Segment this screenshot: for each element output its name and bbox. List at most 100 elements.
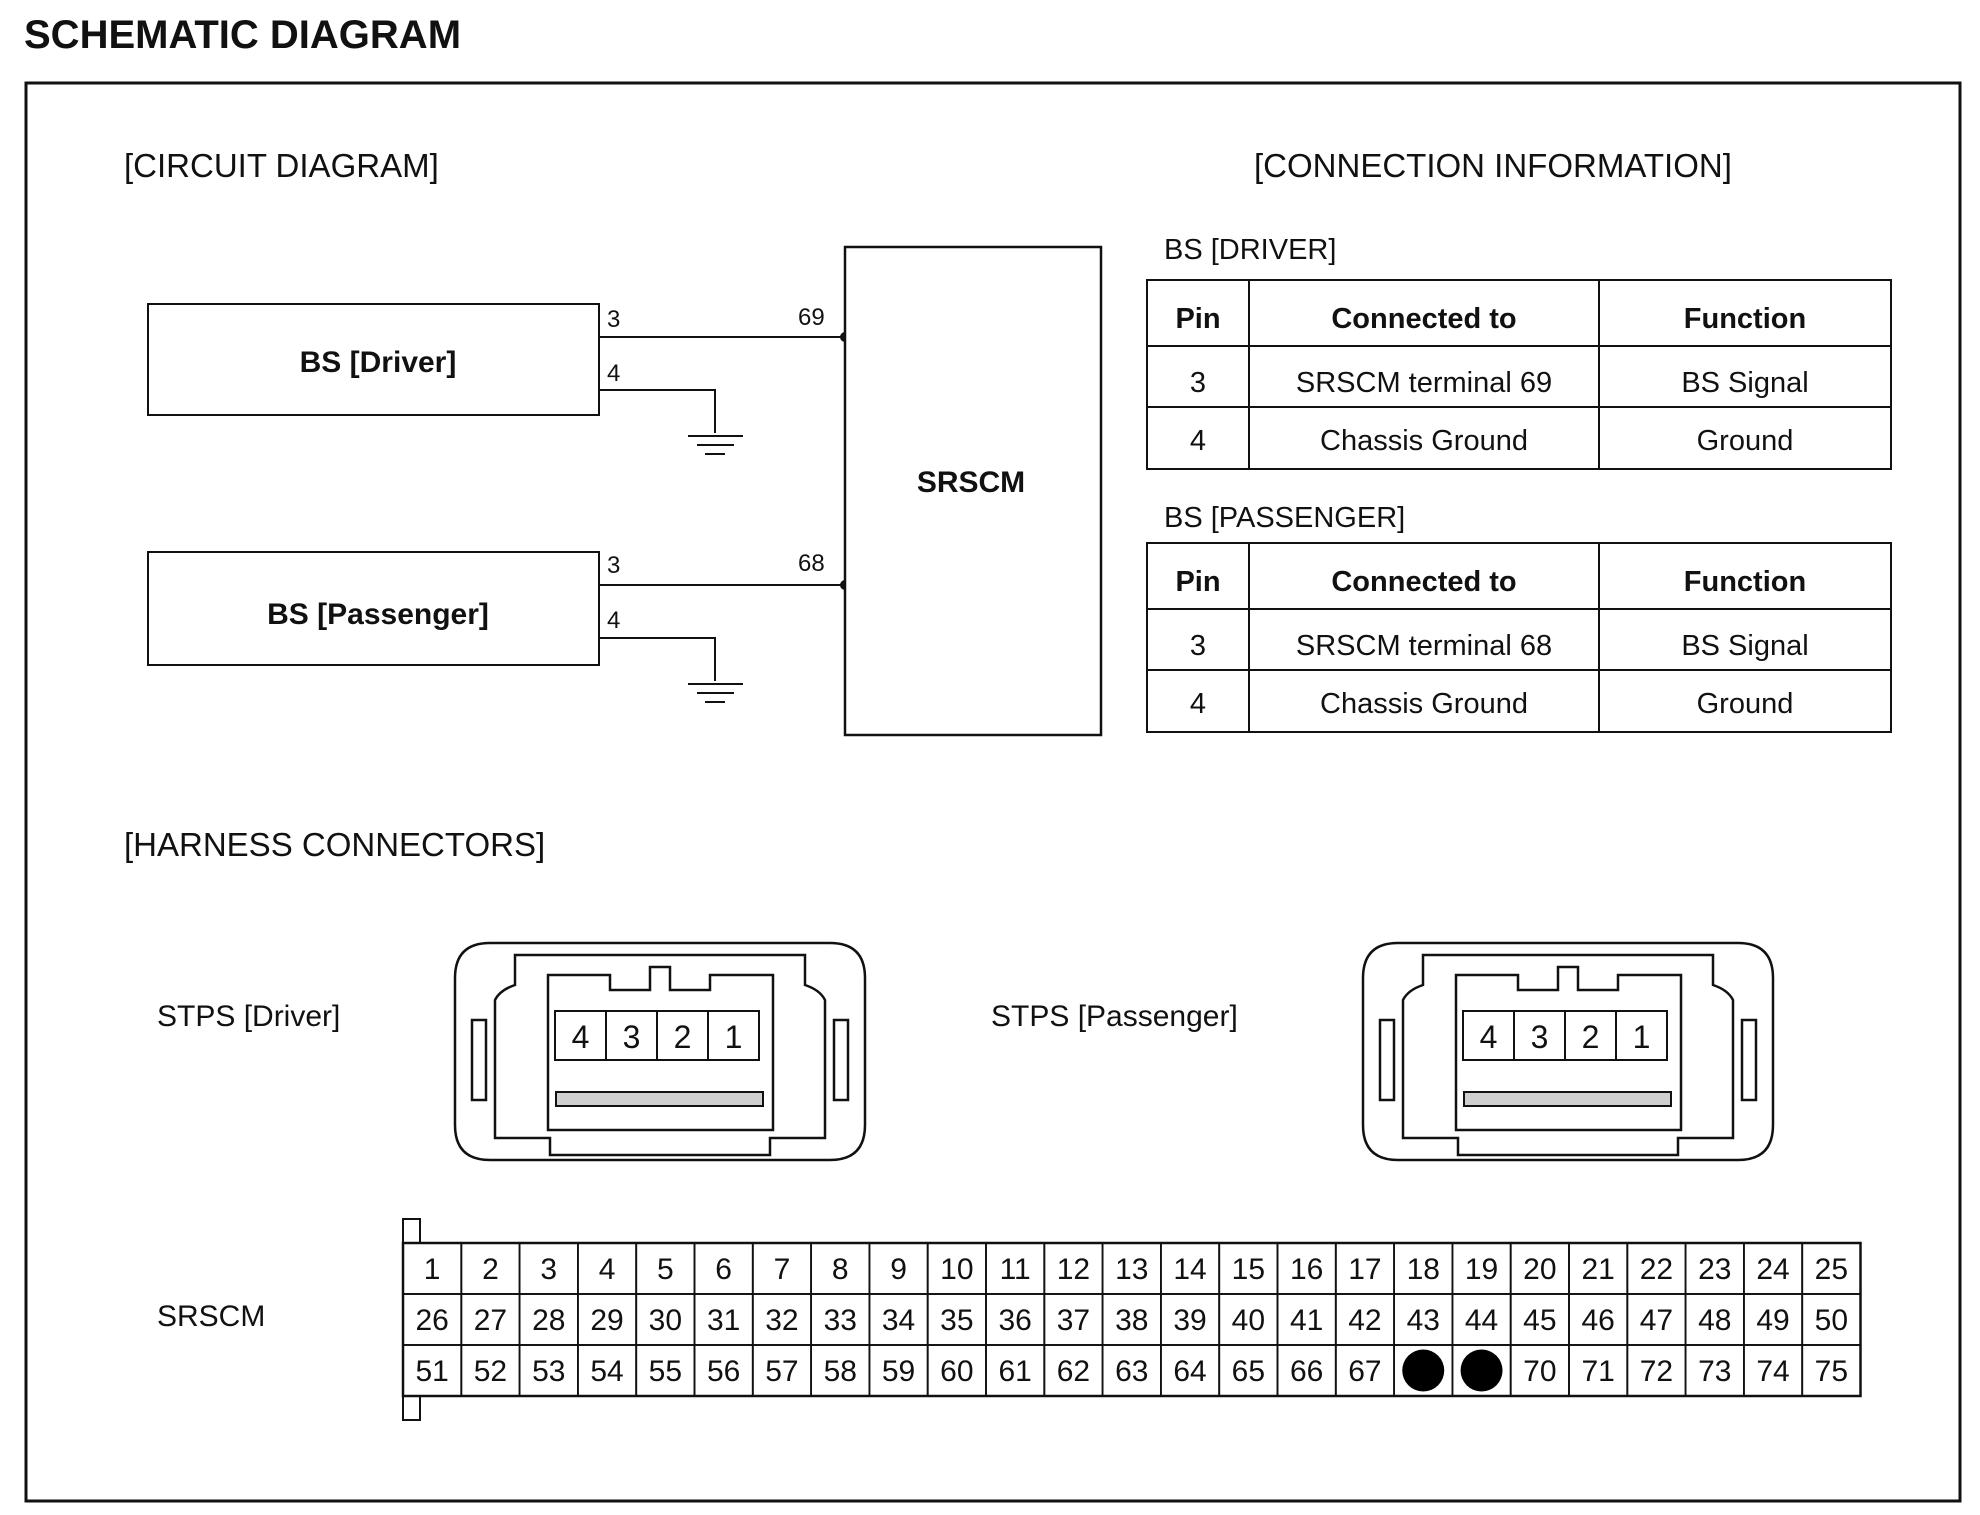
connector-pin-number: 2: [674, 1019, 692, 1055]
connector-pin-number: 73: [1698, 1355, 1731, 1388]
bs-driver-label: BS [Driver]: [300, 346, 457, 379]
table-cell: Ground: [1697, 425, 1794, 457]
bs-passenger-label: BS [Passenger]: [267, 598, 489, 631]
connection-information: [CONNECTION INFORMATION] BS [DRIVER] Pin…: [1146, 147, 1892, 733]
ground-wire-driver: [599, 389, 716, 433]
connector-pin-number: 14: [1173, 1253, 1206, 1286]
connector-pin-number: 37: [1057, 1304, 1090, 1337]
table-cell: BS Signal: [1681, 630, 1808, 662]
connector-pin-number: 43: [1407, 1304, 1440, 1337]
connector-pin-number: 24: [1756, 1253, 1789, 1286]
table-cell: BS Signal: [1681, 367, 1808, 399]
connector-pin-number: 38: [1115, 1304, 1148, 1337]
connector-pin-number: 20: [1523, 1253, 1556, 1286]
ground-wire-passenger: [599, 637, 716, 681]
connector-pin-number: 17: [1348, 1253, 1381, 1286]
connector-pin-cell: [1564, 1010, 1617, 1061]
connector-pin-number: 47: [1640, 1304, 1673, 1337]
harness-heading: [HARNESS CONNECTORS]: [124, 826, 545, 863]
connector-pin-number: 4: [572, 1019, 590, 1055]
table-header-pin: Pin: [1175, 303, 1220, 335]
srscm-connector-label: SRSCM: [157, 1300, 265, 1333]
bs-passenger-pin-3: 3: [607, 552, 620, 579]
connector-pin-number: 4: [1480, 1019, 1498, 1055]
connector-pin-number: 57: [765, 1355, 798, 1388]
connector-pin-number: 19: [1465, 1253, 1498, 1286]
connector-key-tab: [402, 1218, 421, 1244]
table-cell: 3: [1190, 630, 1206, 662]
connector-pin-number: 55: [649, 1355, 682, 1388]
table-cell: Chassis Ground: [1320, 688, 1528, 720]
table-cell: Chassis Ground: [1320, 425, 1528, 457]
connector-pin-number: 74: [1756, 1355, 1789, 1388]
table-cell: 3: [1190, 367, 1206, 399]
connector-pin-number: 30: [649, 1304, 682, 1337]
connector-pin-housing: [1454, 965, 1683, 1132]
table-header-connected-to: Connected to: [1331, 303, 1516, 335]
connector-pin-number: 29: [590, 1304, 623, 1337]
connector-pin-number: 53: [532, 1355, 565, 1388]
srscm-terminal-68: 68: [798, 550, 825, 577]
connector-pin-number: 18: [1407, 1253, 1440, 1286]
connector-pin-number: 22: [1640, 1253, 1673, 1286]
bs-passenger-pin-4: 4: [607, 607, 620, 634]
connector-pin-cell: [1513, 1010, 1566, 1061]
driver-connection-table: BS [DRIVER] Pin Connected to Function 3 …: [1146, 234, 1892, 470]
connector-pin-number: 32: [765, 1304, 798, 1337]
ground-symbol-icon: [688, 683, 743, 703]
outer-frame: [24, 81, 1962, 1503]
connector-pin-number: 8: [832, 1253, 849, 1286]
connector-pin-number: 48: [1698, 1304, 1731, 1337]
connector-pin-number: 1: [725, 1019, 743, 1055]
connector-pin-number: 2: [1582, 1019, 1600, 1055]
connector-pin-number: 62: [1057, 1355, 1090, 1388]
connector-pin-cell: [1801, 1344, 1862, 1397]
connector-pin-number: 21: [1581, 1253, 1614, 1286]
connector-pin-number: 50: [1815, 1304, 1848, 1337]
connector-pin-number: 56: [707, 1355, 740, 1388]
connector-pin-number: 2: [482, 1253, 499, 1286]
table-header-connected-to: Connected to: [1331, 566, 1516, 598]
connector-housing: [453, 941, 867, 1162]
connector-pin-number: 3: [540, 1253, 557, 1286]
table-cell: 4: [1190, 688, 1206, 720]
connector-side-slot: [832, 1018, 850, 1102]
connector-lock-bar: [555, 1091, 764, 1107]
connector-pin-number: 33: [824, 1304, 857, 1337]
connector-housing: [1361, 941, 1775, 1162]
srscm-terminal-69: 69: [798, 304, 825, 331]
table-cell: 4: [1190, 425, 1206, 457]
table-title: BS [DRIVER]: [1164, 234, 1336, 266]
connector-pin-number: 28: [532, 1304, 565, 1337]
connector-pin-number: 6: [715, 1253, 732, 1286]
connector-inner-shell: [493, 953, 827, 1157]
connector-pin-number: 46: [1581, 1304, 1614, 1337]
connector-pin-number: 70: [1523, 1355, 1556, 1388]
harness-connectors: [HARNESS CONNECTORS] STPS [Driver] STPS …: [124, 826, 1862, 1421]
table-cell: SRSCM terminal 68: [1296, 630, 1552, 662]
connector-pin-number: 41: [1290, 1304, 1323, 1337]
connector-lock-bar: [1463, 1091, 1672, 1107]
circuit-diagram: [CIRCUIT DIAGRAM] BS [Driver] 3 4 69 BS …: [124, 147, 1103, 737]
connector-pin-number: 44: [1465, 1304, 1498, 1337]
connector-pin-number: 12: [1057, 1253, 1090, 1286]
table-header-function: Function: [1684, 303, 1806, 335]
bs-passenger-block: BS [Passenger] 3 4 68: [147, 550, 850, 703]
connector-pin-number: 16: [1290, 1253, 1323, 1286]
connection-heading: [CONNECTION INFORMATION]: [1254, 147, 1732, 184]
stps-passenger-label: STPS [Passenger]: [991, 1000, 1238, 1033]
connector-side-slot: [1378, 1018, 1396, 1102]
bs-driver-pin-4: 4: [607, 360, 620, 387]
connector-side-slot: [470, 1018, 488, 1102]
connector-pin-number: 59: [882, 1355, 915, 1388]
connector-pin-number: 39: [1173, 1304, 1206, 1337]
page-title: SCHEMATIC DIAGRAM: [24, 13, 461, 57]
connector-pin-number: 64: [1173, 1355, 1206, 1388]
filled-pin-dot: [1402, 1349, 1445, 1392]
connector-pin-number: 13: [1115, 1253, 1148, 1286]
connector-pin-number: 11: [1000, 1253, 1031, 1286]
connector-pin-number: 40: [1232, 1304, 1265, 1337]
connector-pin-number: 23: [1698, 1253, 1731, 1286]
